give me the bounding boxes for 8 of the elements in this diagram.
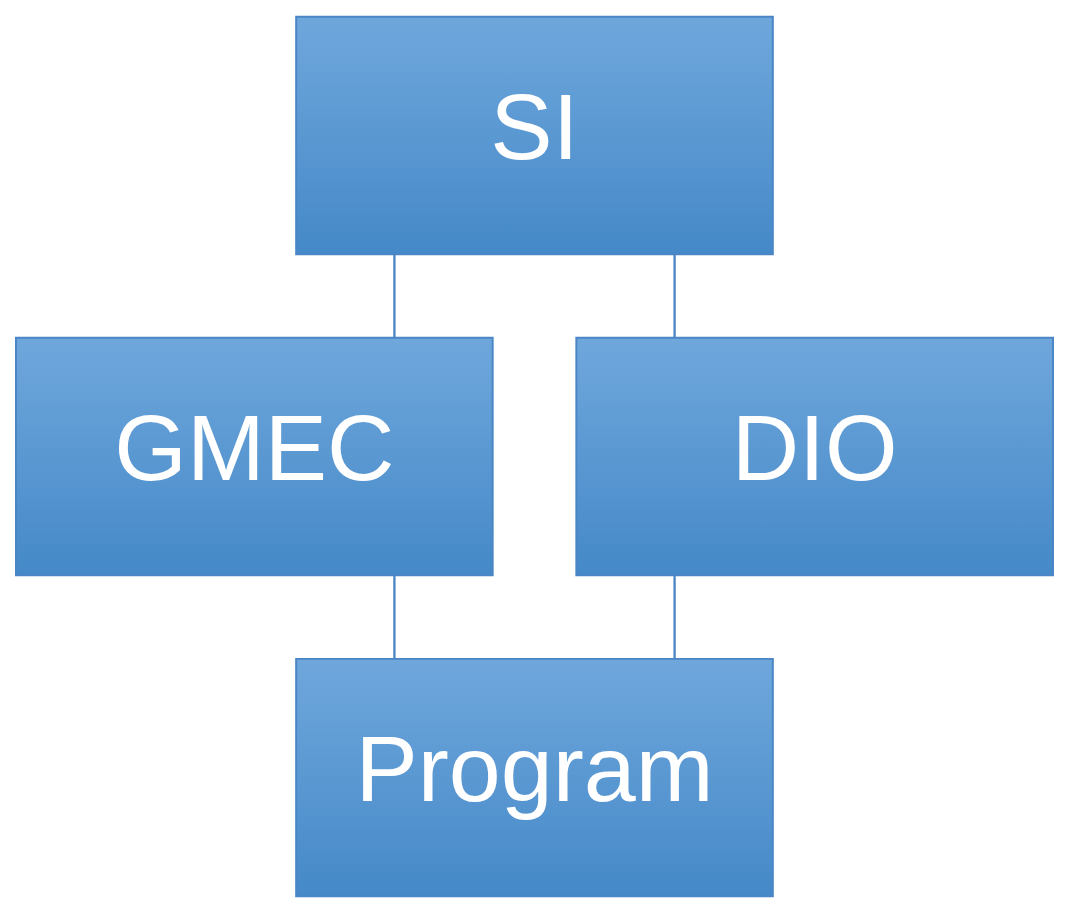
node-box: GMEC	[15, 336, 494, 577]
connector	[393, 576, 396, 659]
node-box: Program	[295, 657, 774, 898]
connector	[673, 576, 676, 659]
node-box: DIO	[575, 336, 1054, 577]
connector	[673, 255, 676, 338]
node-box: SI	[295, 15, 774, 256]
connector	[393, 255, 396, 338]
